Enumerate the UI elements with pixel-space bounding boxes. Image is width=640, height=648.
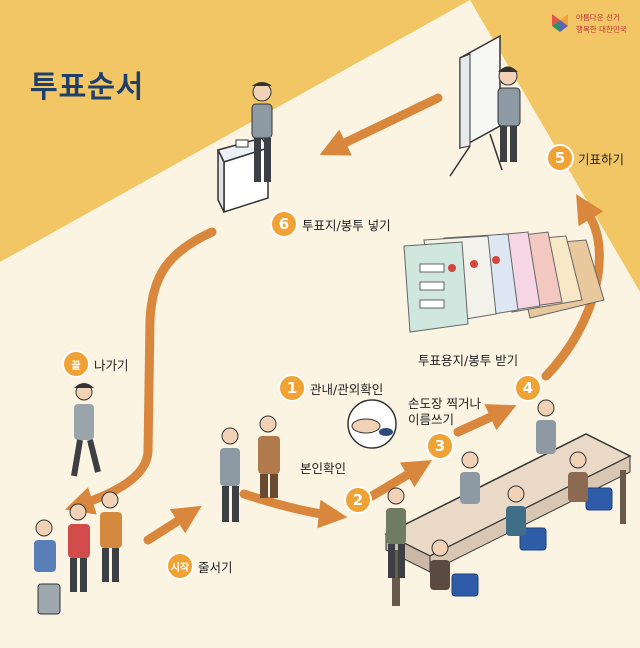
- voting-booth: [449, 34, 503, 177]
- top-yellow-band: [0, 0, 640, 292]
- arrow-booth-to-box: [319, 93, 443, 156]
- step-5-badge: 5: [548, 146, 572, 170]
- fingerprint-inset: [347, 399, 397, 449]
- voters-at-table: [386, 399, 556, 578]
- step-start-label: 줄서기: [198, 559, 233, 575]
- step-5-label: 기표하기: [578, 151, 625, 167]
- logo-line-1: 아름다운 선거: [576, 13, 620, 22]
- step-3-badge: 3: [428, 434, 452, 458]
- step-4-label: 투표용지/봉투 받기: [418, 353, 519, 368]
- voter-in-booth: [497, 66, 521, 162]
- logo-mark-icon: [552, 14, 568, 32]
- logo-line-2: 행복한 대한민국: [576, 25, 627, 34]
- step-6: 6 투표지/봉투 넣기: [272, 212, 391, 236]
- step-6-badge: 6: [272, 212, 296, 236]
- step-6-label: 투표지/봉투 넣기: [302, 217, 391, 233]
- arrow-checkin-to-verify: [239, 489, 348, 529]
- arrow-sign-to-receive: [453, 404, 517, 437]
- step-start: 시작 줄서기: [168, 554, 233, 578]
- flow-path: [65, 93, 604, 545]
- step-end: 끝 나가기: [64, 352, 129, 376]
- step-2-label: 본인확인: [300, 461, 347, 476]
- page-title: 투표순서: [30, 70, 145, 105]
- arrow-box-to-exit: [65, 227, 217, 515]
- step-1: 1 관내/관외확인: [280, 376, 383, 400]
- queue-voters: [34, 491, 122, 615]
- step-end-badge: 끝: [64, 352, 88, 376]
- poll-staff: [430, 451, 588, 590]
- checkin-voter-and-staff: [220, 415, 280, 522]
- exiting-voter: [71, 383, 101, 477]
- step-1-badge: 1: [280, 376, 304, 400]
- step-4-badge: 4: [516, 376, 540, 400]
- step-5: 5 기표하기: [548, 146, 624, 170]
- step-start-badge: 시작: [168, 554, 192, 578]
- election-logo: 아름다운 선거 행복한 대한민국: [546, 8, 636, 42]
- step-2-badge: 2: [346, 488, 370, 512]
- step-3-label: 손도장 찍거나 이름쓰기: [408, 396, 481, 427]
- ballot-papers: [403, 231, 605, 333]
- voter-at-ballot-box: [251, 82, 273, 182]
- step-1-label: 관내/관외확인: [310, 381, 384, 397]
- arrow-verify-to-sign: [367, 460, 432, 501]
- step-end-label: 나가기: [94, 357, 129, 373]
- arrow-queue-to-checkin: [143, 505, 202, 545]
